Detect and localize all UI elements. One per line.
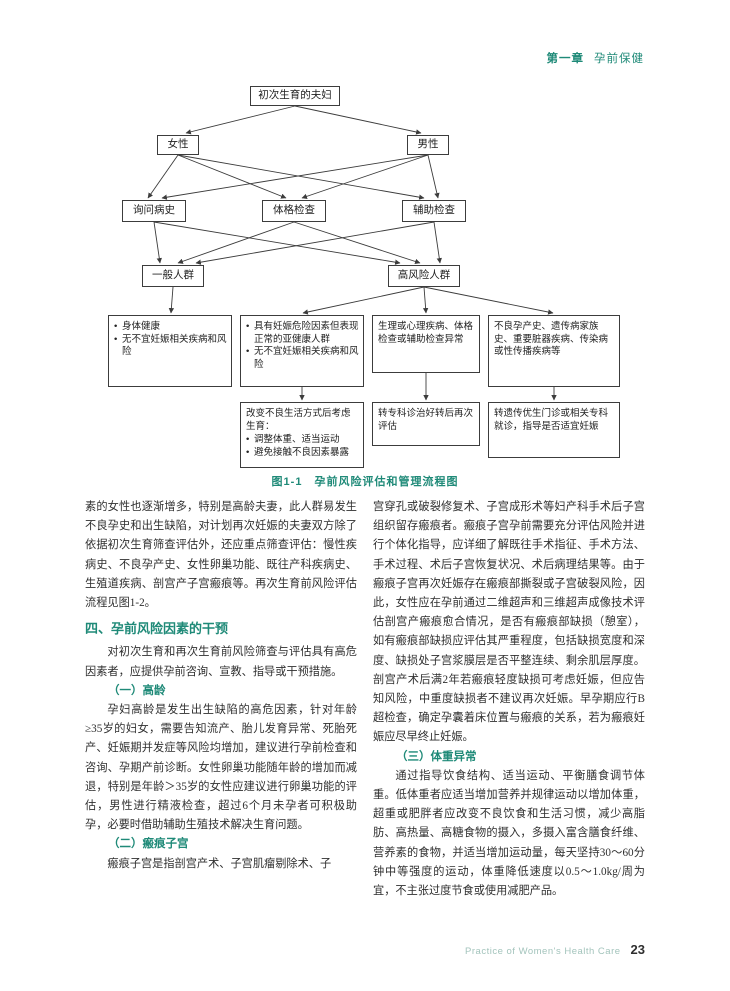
healthy-item: 身体健康 (114, 321, 227, 334)
subsection-heading: （三）体重异常 (396, 750, 477, 763)
page-number: 23 (630, 942, 645, 957)
book-title: Practice of Women's Health Care (465, 946, 621, 957)
page-footer: Practice of Women's Health Care 23 (465, 941, 645, 959)
node-general-population: 一般人群 (142, 265, 204, 287)
paragraph: 通过指导饮食结构、适当运动、平衡膳食调节体重。低体重者应适当增加营养并规律运动以… (373, 769, 645, 898)
flowchart-connectors (147, 105, 557, 401)
node-genetics-referral: 转遗传优生门诊或相关专科就诊，指导是否适宜妊娠 (488, 402, 620, 458)
node-bad-history-group: 不良孕产史、遗传病家族史、重要脏器疾病、传染病或性传播疾病等 (488, 315, 620, 387)
subsection-heading: （一）高龄 (108, 684, 166, 697)
node-specialist-referral: 转专科诊治好转后再次评估 (372, 402, 480, 446)
section-heading: 四、孕前风险因素的干预 (85, 621, 229, 637)
right-column: 宫穿孔或破裂修复术、子宫成形术等妇产科手术后子宫组织留存瘢痕者。瘢痕子宫孕前需要… (373, 498, 645, 901)
body-text: 素的女性也逐渐增多，特别是高龄夫妻，此人群易发生不良孕史和出生缺陷，对计划再次妊… (85, 498, 645, 933)
node-first-birth-couple: 初次生育的夫妇 (250, 86, 340, 106)
node-male: 男性 (407, 135, 449, 155)
paragraph: 瘢痕子宫是指剖宫产术、子宫肌瘤剔除术、子 (107, 857, 332, 870)
subhealth-item: 具有妊娠危险因素但表现正常的亚健康人群 (246, 321, 359, 346)
node-subhealth-group: 具有妊娠危险因素但表现正常的亚健康人群 无不宜妊娠相关疾病和风险 (240, 315, 364, 387)
node-physical-exam: 体格检查 (262, 200, 326, 222)
left-column: 素的女性也逐渐增多，特别是高龄夫妻，此人群易发生不良孕史和出生缺陷，对计划再次妊… (85, 498, 357, 874)
paragraph: 孕妇高龄是发生出生缺陷的高危因素，针对年龄≥35岁的妇女，需要告知流产、胎儿发育… (85, 704, 357, 832)
paragraph: 对初次生育和再次生育前风险筛查与评估具有高危因素者，应提供孕前咨询、宣教、指导或… (85, 646, 357, 678)
paragraph: 素的女性也逐渐增多，特别是高龄夫妻，此人群易发生不良孕史和出生缺陷，对计划再次妊… (85, 501, 357, 610)
paragraph: 宫穿孔或破裂修复术、子宫成形术等妇产科手术后子宫组织留存瘢痕者。瘢痕子宫孕前需要… (373, 501, 645, 744)
chapter-number: 第一章 (546, 53, 584, 65)
node-female: 女性 (157, 135, 199, 155)
running-header: 第一章孕前保健 (547, 50, 645, 66)
node-lifestyle-advice: 改变不良生活方式后考虑生育： 调整体重、适当运动 避免接触不良因素暴露 (240, 402, 364, 468)
node-healthy-group: 身体健康 无不宜妊娠相关疾病和风险 (108, 315, 232, 387)
subsection-heading: （二）瘢痕子宫 (108, 838, 189, 851)
chapter-title: 孕前保健 (594, 53, 644, 65)
node-abnormal-group: 生理或心理疾病、体格检查或辅助检查异常 (372, 315, 480, 373)
subhealth-item: 无不宜妊娠相关疾病和风险 (246, 346, 359, 371)
node-medical-history: 询问病史 (122, 200, 186, 222)
lifestyle-lead: 改变不良生活方式后考虑生育： (246, 408, 351, 432)
healthy-item: 无不宜妊娠相关疾病和风险 (114, 334, 227, 359)
figure-caption: 图1-1 孕前风险评估和管理流程图 (271, 476, 459, 488)
lifestyle-item: 避免接触不良因素暴露 (246, 447, 359, 460)
lifestyle-item: 调整体重、适当运动 (246, 434, 359, 447)
node-high-risk-population: 高风险人群 (388, 265, 460, 287)
flowchart-figure: 初次生育的夫妇 女性 男性 询问病史 体格检查 辅助检查 一般人群 高风险人群 … (0, 80, 730, 472)
node-auxiliary-exam: 辅助检查 (402, 200, 466, 222)
